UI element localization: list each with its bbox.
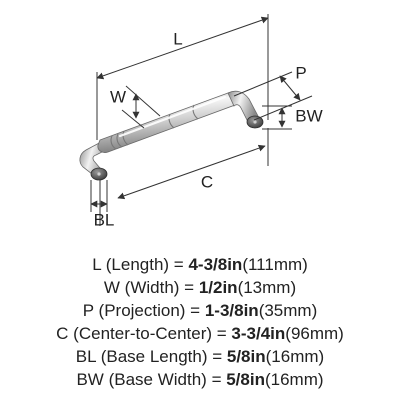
- spec-center-to-center: C (Center-to-Center) = 3-3/4in(96mm): [0, 322, 400, 345]
- dimension-spec-list: L (Length) = 4-3/8in(111mm) W (Width) = …: [0, 253, 400, 391]
- spec-value: 1-3/8in: [204, 301, 259, 320]
- projection-dimension-line: [279, 75, 301, 101]
- spec-value: 1/2in: [198, 278, 238, 297]
- front-base-screw-hole: [97, 172, 101, 176]
- handle-collar-grooves: [110, 104, 199, 150]
- spec-width: W (Width) = 1/2in(13mm): [0, 276, 400, 299]
- spec-metric: (35mm): [258, 301, 318, 320]
- back-base-screw-hole: [253, 120, 257, 124]
- dim-label-w: W: [110, 87, 126, 106]
- spec-metric: (96mm): [285, 324, 344, 343]
- spec-name: (Projection): [98, 301, 186, 320]
- spec-name: (Center-to-Center): [73, 324, 213, 343]
- spec-value: 5/8in: [226, 347, 266, 366]
- spec-name: (Base Length): [100, 347, 208, 366]
- spec-base-length: BL (Base Length) = 5/8in(16mm): [0, 345, 400, 368]
- spec-length: L (Length) = 4-3/8in(111mm): [0, 253, 400, 276]
- center-dimension-line: [117, 144, 266, 200]
- dim-label-bl: BL: [94, 210, 115, 229]
- spec-metric: (111mm): [242, 255, 308, 274]
- spec-metric: (16mm): [264, 370, 324, 389]
- length-dimension-line: [96, 16, 269, 80]
- spec-value: 5/8in: [226, 370, 265, 389]
- spec-equals: =: [212, 324, 232, 343]
- dim-label-c: C: [201, 172, 213, 191]
- projection-extension-top: [233, 71, 293, 97]
- spec-abbr: L: [92, 255, 102, 274]
- spec-abbr: P: [82, 301, 94, 320]
- spec-metric: (16mm): [265, 347, 325, 366]
- dim-label-bw: BW: [295, 106, 322, 125]
- spec-equals: =: [207, 347, 227, 366]
- spec-equals: =: [169, 255, 189, 274]
- dim-label-l: L: [173, 29, 182, 48]
- spec-abbr: BW: [76, 370, 104, 389]
- spec-name: (Base Width): [108, 370, 207, 389]
- spec-equals: =: [185, 301, 205, 320]
- spec-equals: =: [206, 370, 227, 389]
- dimension-lines: [90, 14, 313, 226]
- width-extension-top: [125, 85, 161, 117]
- spec-abbr: BL: [75, 347, 96, 366]
- width-extension-bottom: [121, 109, 145, 129]
- cabinet-pull-handle: [79, 90, 264, 181]
- spec-base-width: BW (Base Width) = 5/8in(16mm): [0, 368, 400, 391]
- spec-name: (Width): [124, 278, 180, 297]
- dim-label-p: P: [295, 63, 306, 82]
- spec-projection: P (Projection) = 1-3/8in(35mm): [0, 299, 400, 322]
- spec-name: (Length): [105, 255, 170, 274]
- spec-value: 4-3/8in: [188, 255, 243, 274]
- handle-dimension-diagram: L W P BW C BL: [79, 14, 323, 229]
- handle-highlight: [118, 95, 227, 138]
- spec-abbr: W: [103, 278, 120, 297]
- spec-equals: =: [179, 278, 199, 297]
- spec-value: 3-3/4in: [231, 324, 286, 343]
- spec-metric: (13mm): [237, 278, 297, 297]
- spec-abbr: C: [56, 324, 69, 343]
